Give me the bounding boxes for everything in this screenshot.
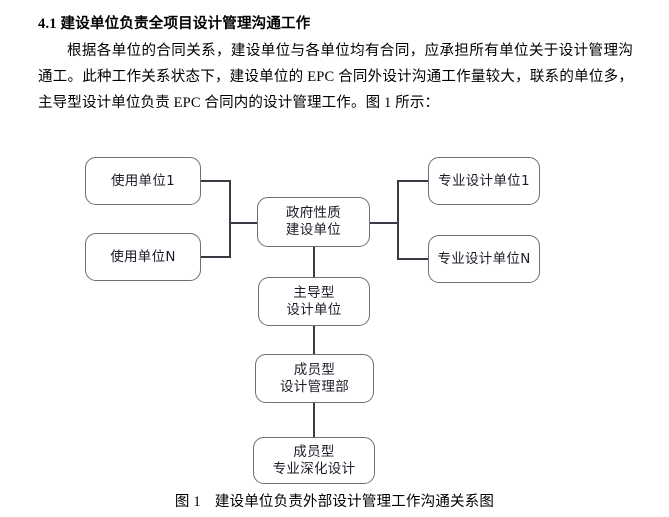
node-professional-design-1[interactable]: 专业设计单位1 — [428, 157, 540, 205]
node-member-deepening-design-label-2: 专业深化设计 — [272, 460, 356, 477]
connector-user1-to-bus — [200, 180, 231, 182]
node-government-owner[interactable]: 政府性质 建设单位 — [257, 197, 370, 247]
node-lead-design-unit-label-2: 设计单位 — [286, 301, 342, 318]
connector-owner-to-right-bus — [369, 222, 399, 224]
connector-left-bus-to-owner — [229, 222, 259, 224]
node-user-unit-1[interactable]: 使用单位1 — [85, 157, 201, 205]
connector-lead-to-member-mgmt — [313, 325, 315, 355]
node-member-design-management-label-1: 成员型 — [293, 361, 336, 378]
node-member-design-management[interactable]: 成员型 设计管理部 — [255, 354, 374, 403]
connector-right-bus-to-pro1 — [397, 180, 429, 182]
node-member-deepening-design-label-1: 成员型 — [293, 443, 335, 460]
body-paragraph: 根据各单位的合同关系，建设单位与各单位均有合同，应承担所有单位关于设计管理沟通工… — [38, 43, 633, 111]
node-government-owner-label-1: 政府性质 — [285, 205, 342, 221]
node-government-owner-label-2: 建设单位 — [285, 222, 342, 238]
figure-caption-number: 图 1 — [174, 494, 201, 510]
node-user-unit-n-label: 使用单位N — [110, 248, 176, 265]
connector-right-bus-to-pron — [397, 258, 429, 260]
connector-left-bus — [229, 180, 231, 258]
node-user-unit-n[interactable]: 使用单位N — [85, 233, 201, 281]
node-member-deepening-design[interactable]: 成员型 专业深化设计 — [253, 437, 375, 484]
node-professional-design-n-label: 专业设计单位N — [437, 250, 531, 267]
section-heading: 4.1 建设单位负责全项目设计管理沟通工作 — [38, 16, 311, 32]
connector-member-mgmt-to-deepen — [313, 402, 315, 438]
node-professional-design-n[interactable]: 专业设计单位N — [428, 235, 540, 283]
node-member-design-management-label-2: 设计管理部 — [280, 378, 349, 395]
figure-caption-text: 建设单位负责外部设计管理工作沟通关系图 — [214, 494, 495, 510]
connector-right-bus — [397, 180, 399, 260]
node-lead-design-unit[interactable]: 主导型 设计单位 — [258, 277, 370, 326]
connector-usern-to-bus — [200, 256, 231, 258]
node-professional-design-1-label: 专业设计单位1 — [438, 172, 530, 189]
node-lead-design-unit-label-1: 主导型 — [293, 284, 335, 301]
connector-owner-to-lead — [313, 246, 315, 279]
node-user-unit-1-label: 使用单位1 — [110, 172, 176, 189]
figure-caption: 图 1 建设单位负责外部设计管理工作沟通关系图 — [0, 490, 669, 511]
